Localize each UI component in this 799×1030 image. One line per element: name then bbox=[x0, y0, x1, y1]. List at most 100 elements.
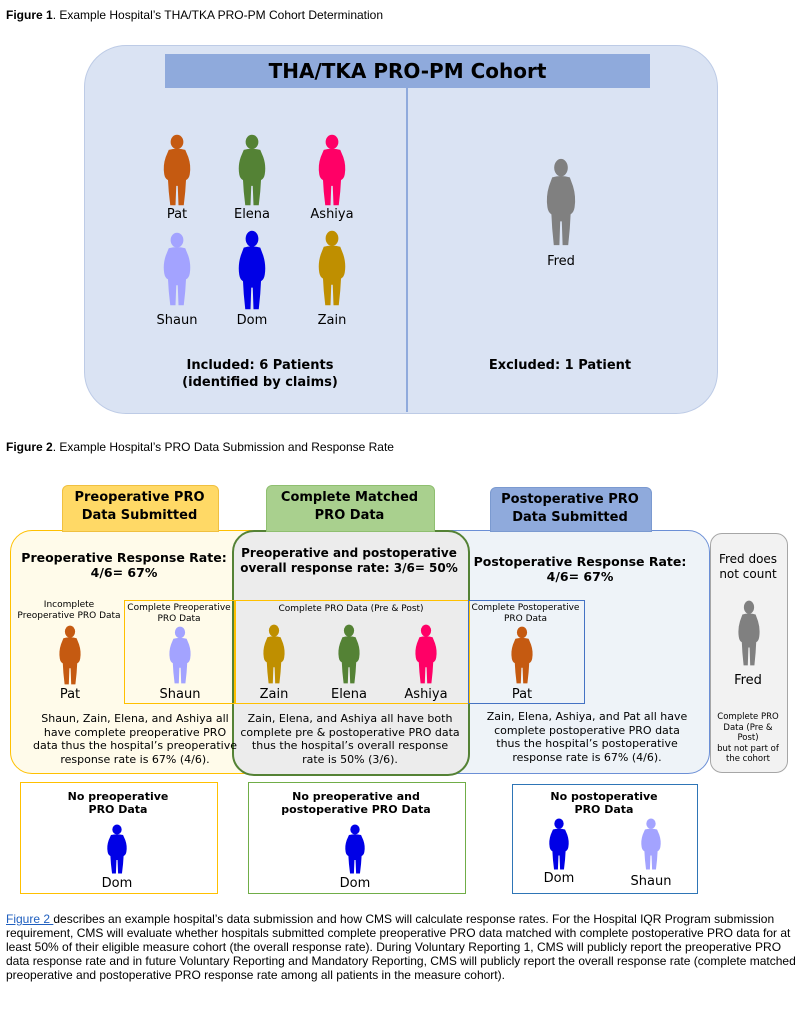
no-both-line1: No preoperative and bbox=[292, 790, 420, 803]
incomplete-pre-label-1: Incomplete bbox=[43, 600, 95, 610]
pre-rate-line1: Preoperative Response Rate: bbox=[21, 550, 227, 565]
name-elena: Elena bbox=[233, 207, 271, 222]
included-label-1: Included: 6 Patients bbox=[186, 358, 334, 373]
fred-note-2: Data (Pre & bbox=[723, 722, 773, 733]
fig2-name-fred: Fred bbox=[734, 673, 762, 688]
mid-para-line4: rate is 50% (3/6). bbox=[302, 752, 398, 766]
mid-tab-line1: Complete Matched bbox=[280, 490, 419, 505]
fig2-fred-icon bbox=[737, 600, 761, 666]
fig2-name-shaun2: Shaun bbox=[630, 874, 672, 889]
fig2-elena-icon bbox=[337, 624, 361, 684]
fig2-name-pat2: Pat bbox=[511, 687, 533, 702]
cohort-header: THA/TKA PRO-PM Cohort bbox=[165, 54, 650, 88]
person-pat-icon bbox=[162, 134, 192, 206]
fig2-shaun2-icon bbox=[640, 818, 662, 870]
post-tab bbox=[490, 487, 652, 532]
post-para-line2: complete postoperative PRO data bbox=[494, 723, 680, 737]
figure1-caption: Figure 1. Example Hospital’s THA/TKA PRO… bbox=[6, 8, 383, 22]
fig2-name-dom2: Dom bbox=[339, 876, 371, 891]
person-elena-icon bbox=[237, 134, 267, 206]
mid-para-line2: complete pre & postoperative PRO data bbox=[240, 725, 460, 739]
fred-note: Complete PRO Data (Pre & Post) but not p… bbox=[712, 712, 784, 765]
complete-prepost-box bbox=[234, 600, 470, 704]
mid-para-line1: Zain, Elena, and Ashiya all have both bbox=[247, 712, 453, 725]
figure2-caption: Figure 2. Example Hospital’s PRO Data Su… bbox=[6, 440, 394, 454]
mid-rate-line1: Preoperative and postoperative bbox=[241, 546, 457, 560]
no-pre-box bbox=[20, 782, 218, 894]
pre-para-line1: Shaun, Zain, Elena, and Ashiya all bbox=[41, 712, 229, 725]
fig2-name-dom3: Dom bbox=[543, 871, 575, 886]
name-ashiya: Ashiya bbox=[310, 207, 354, 222]
mid-para-line3: thus the hospital’s overall response bbox=[251, 739, 449, 752]
name-fred: Fred bbox=[547, 254, 575, 269]
post-rate-line2: 4/6= 67% bbox=[546, 569, 614, 584]
cohort-divider bbox=[406, 88, 408, 412]
person-ashiya-icon bbox=[317, 134, 347, 206]
pre-tab-line2: Data Submitted bbox=[81, 508, 198, 523]
post-para-line4: response rate is 67% (4/6). bbox=[512, 750, 662, 764]
person-zain-icon bbox=[317, 230, 347, 306]
complete-post-box bbox=[468, 600, 585, 704]
complete-prepost-label: Complete PRO Data (Pre & Post) bbox=[278, 604, 424, 614]
fig2-name-dom1: Dom bbox=[101, 876, 133, 891]
mid-rate-line2: overall response rate: 3/6= 50% bbox=[240, 561, 458, 575]
excluded-label: Excluded: 1 Patient bbox=[488, 358, 632, 373]
pre-para: Shaun, Zain, Elena, and Ashiya all have … bbox=[16, 712, 254, 766]
name-zain: Zain bbox=[317, 313, 347, 328]
fig2-pat2-icon bbox=[510, 626, 534, 684]
fig2-name-pat: Pat bbox=[59, 687, 81, 702]
fig2-zain-icon bbox=[262, 624, 286, 684]
figure2-link[interactable]: Figure 2 bbox=[6, 912, 54, 926]
fig2-name-zain: Zain bbox=[259, 687, 289, 702]
figure1-caption-label: Figure 1 bbox=[6, 8, 53, 22]
pre-para-line4: response rate is 67% (4/6). bbox=[60, 752, 210, 766]
fig2-ashiya-icon bbox=[414, 624, 438, 684]
incomplete-pre-label-2: Preoperative PRO Data bbox=[17, 611, 121, 621]
complete-pre-box bbox=[124, 600, 236, 704]
fred-note-3: Post) bbox=[737, 733, 759, 743]
no-post-line1: No postoperative bbox=[550, 790, 658, 803]
fred-note-5: the cohort bbox=[726, 754, 770, 764]
post-para: Zain, Elena, Ashiya, and Pat all have co… bbox=[474, 710, 700, 764]
fred-title-2: not count bbox=[719, 567, 777, 581]
fig2-dom3-icon bbox=[548, 818, 570, 870]
included-label-2: (identified by claims) bbox=[182, 375, 338, 390]
post-para-line1: Zain, Elena, Ashiya, and Pat all have bbox=[486, 710, 688, 723]
fig2-pat-icon bbox=[58, 625, 82, 685]
fig2-shaun-icon bbox=[168, 626, 192, 684]
person-dom-icon bbox=[237, 230, 267, 310]
fred-note-1: Complete PRO bbox=[717, 712, 779, 722]
post-region bbox=[430, 530, 710, 774]
complete-pre-label-1: Complete Preoperative bbox=[127, 603, 231, 613]
fred-title-1: Fred does bbox=[718, 552, 778, 566]
pre-tab-line1: Preoperative PRO bbox=[74, 490, 205, 505]
name-shaun: Shaun bbox=[156, 313, 198, 328]
figure2-caption-text: . Example Hospital’s PRO Data Submission… bbox=[52, 440, 394, 454]
pre-region bbox=[10, 530, 272, 774]
body-paragraph: Figure 2 describes an example hospital’s… bbox=[6, 912, 796, 982]
mid-tab bbox=[266, 485, 435, 532]
no-pre-line2: PRO Data bbox=[88, 803, 148, 816]
body-text: describes an example hospital’s data sub… bbox=[6, 912, 796, 982]
fred-note-4: but not part of bbox=[717, 743, 779, 754]
no-both-line2: postoperative PRO Data bbox=[281, 803, 431, 816]
person-fred-icon bbox=[545, 158, 577, 246]
cohort-panel bbox=[84, 45, 718, 414]
fig2-name-shaun: Shaun bbox=[159, 687, 201, 702]
complete-pre-label-2: PRO Data bbox=[157, 614, 201, 624]
fred-box bbox=[710, 533, 788, 773]
no-post-box bbox=[512, 784, 698, 894]
fig2-dom1-icon bbox=[106, 824, 128, 874]
mid-para: Zain, Elena, and Ashiya all have both co… bbox=[236, 712, 464, 766]
complete-post-label-2: PRO Data bbox=[503, 614, 548, 624]
pre-tab bbox=[62, 485, 219, 532]
no-post-line2: PRO Data bbox=[574, 803, 634, 816]
no-pre-line1: No preoperative bbox=[67, 790, 169, 803]
fig2-dom2-icon bbox=[344, 824, 366, 874]
pre-para-line2: have complete preoperative PRO bbox=[43, 725, 227, 739]
post-tab-line1: Postoperative PRO bbox=[501, 492, 639, 507]
mid-tab-line2: PRO Data bbox=[314, 508, 385, 523]
post-tab-line2: Data Submitted bbox=[512, 510, 628, 525]
pre-rate-line2: 4/6= 67% bbox=[90, 565, 158, 580]
post-rate-line1: Postoperative Response Rate: bbox=[473, 554, 687, 569]
